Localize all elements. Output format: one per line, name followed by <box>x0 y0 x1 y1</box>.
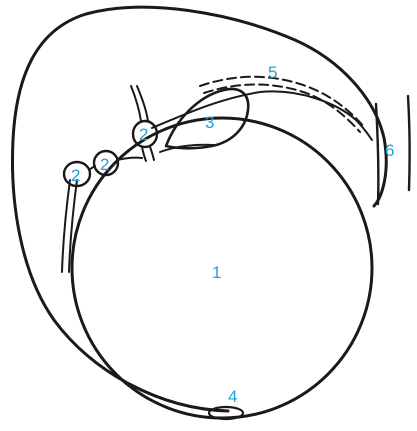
label-right-structure: 6 <box>385 141 394 160</box>
dashed-duct-upper <box>200 77 365 128</box>
label-small-node-mid: 2 <box>100 155 109 174</box>
node-descender-a <box>142 147 146 161</box>
upper-stalk-b <box>137 86 148 121</box>
right-structure-outer <box>408 96 410 190</box>
outer-capsule <box>12 7 386 411</box>
label-main-body: 1 <box>212 263 221 282</box>
label-small-node-upper: 2 <box>139 125 148 144</box>
node-descender-b <box>150 147 154 160</box>
label-dashed-duct: 5 <box>268 63 277 82</box>
label-node-three: 3 <box>205 113 214 132</box>
label-node-four: 4 <box>228 387 237 406</box>
label-small-node-left: 2 <box>71 166 80 185</box>
